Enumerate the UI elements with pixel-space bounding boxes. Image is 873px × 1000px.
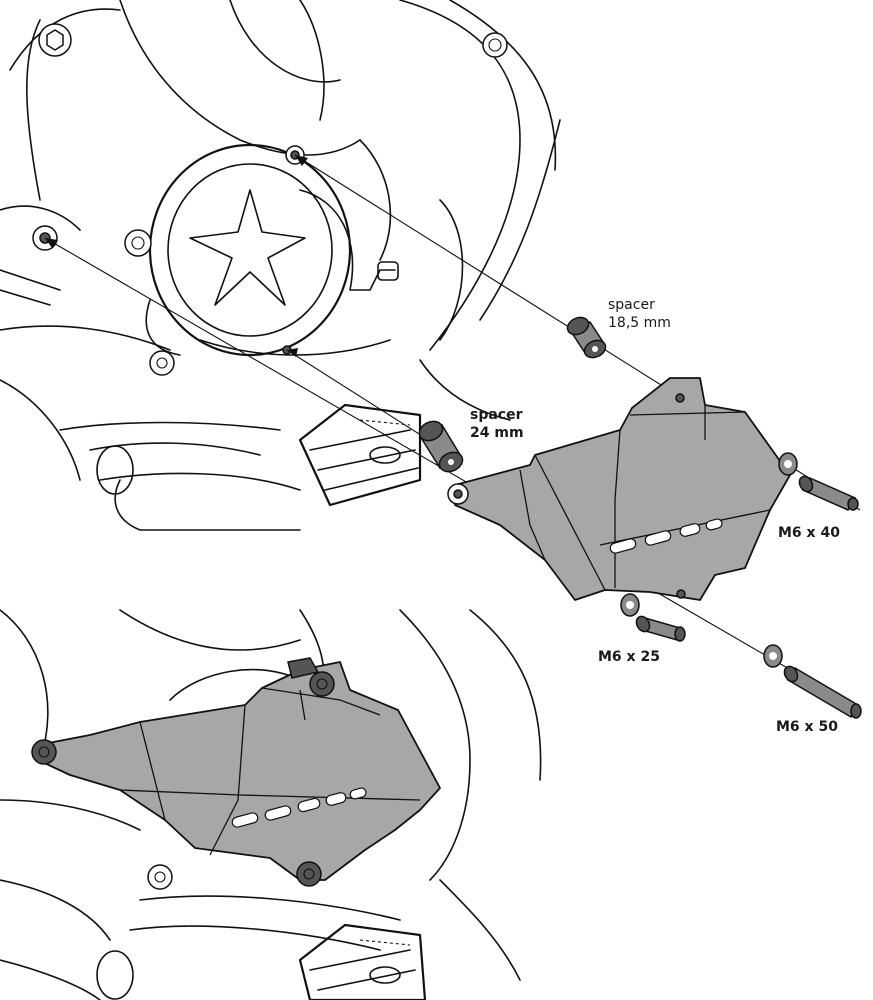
water-pump-guard-installed [31, 657, 441, 890]
water-pump-guard-exploded [447, 377, 791, 601]
spacer-18-5mm [566, 316, 607, 359]
engine-outline-bottom [0, 609, 542, 1000]
bolt-m6x40-label: M6 x 40 [778, 525, 840, 541]
bolt-m6x40 [778, 452, 859, 511]
footpeg-top [298, 403, 422, 507]
water-pump [145, 143, 399, 357]
footpeg-bottom [298, 923, 427, 1000]
spacer-24mm-label-line1: spacer [470, 407, 523, 423]
installed-spacer-icon [31, 739, 57, 765]
bolt-head-icon [482, 32, 508, 58]
spacer-24mm [418, 420, 464, 473]
bolt-m6x25-label: M6 x 25 [598, 649, 660, 665]
spacer-18-5mm-label-line1: spacer [608, 297, 655, 313]
bolt-m6x25 [620, 593, 686, 642]
installed-view [0, 609, 542, 1000]
bolt-head-icon [147, 864, 173, 890]
spacer-24mm-label-line2: 24 mm [470, 425, 524, 441]
installed-spacer-icon [309, 671, 335, 697]
engine-bolts-top [32, 23, 508, 376]
installed-spacer-icon [296, 861, 322, 887]
bolt-m6x50 [763, 644, 862, 719]
exploded-view [0, 0, 862, 719]
spacer-24mm-label: spacer 24 mm [470, 406, 524, 442]
engine-outline [0, 0, 561, 531]
spacer-18-5mm-label-line2: 18,5 mm [608, 315, 671, 331]
spacer-18-5mm-label: spacer 18,5 mm [608, 296, 671, 332]
bolt-head-icon [149, 350, 175, 376]
bolt-m6x50-label: M6 x 50 [776, 719, 838, 735]
bolt-head-icon [124, 229, 152, 257]
